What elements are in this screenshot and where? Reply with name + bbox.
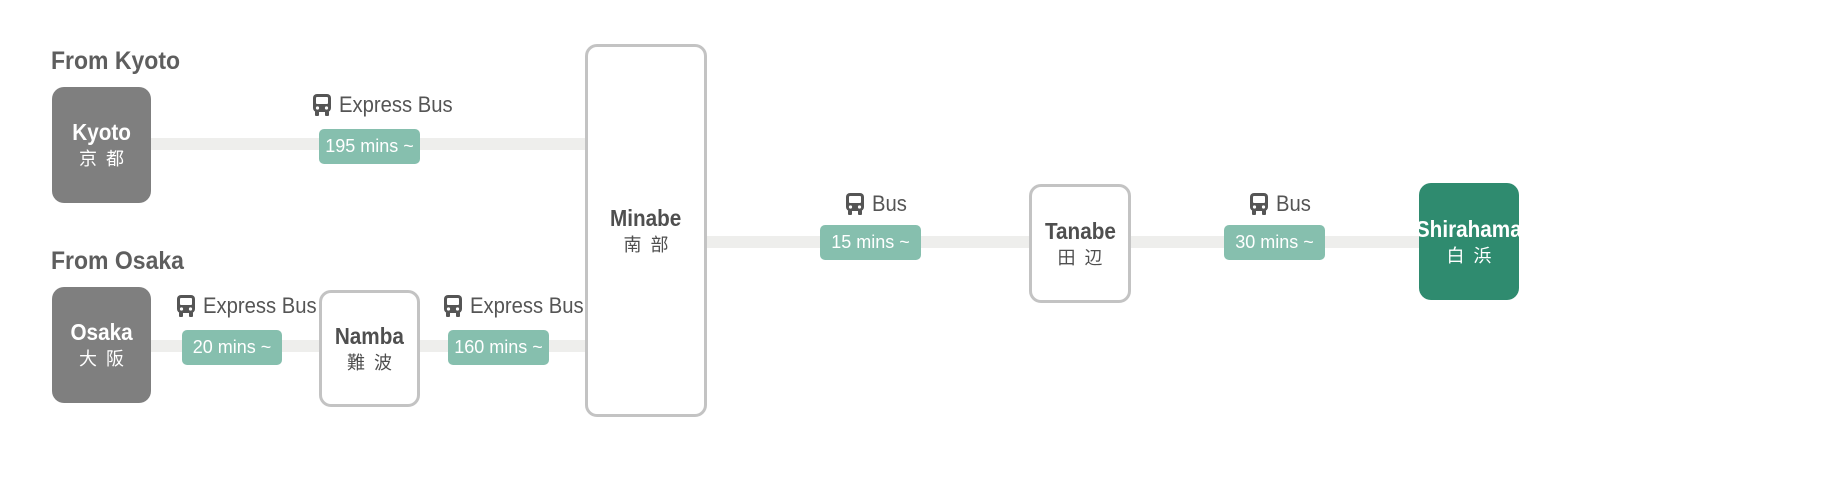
leg-kyoto-minabe-time: 195 mins ~: [319, 129, 420, 164]
station-kyoto-jp: 京都: [79, 149, 133, 169]
leg-tanabe-shirahama-mode-label: Bus: [1276, 191, 1311, 216]
heading-from-kyoto: From Kyoto: [51, 47, 181, 75]
leg-namba-minabe-time: 160 mins ~: [448, 330, 549, 365]
station-minabe-jp: 南部: [623, 234, 678, 255]
leg-minabe-tanabe-mode: Bus: [844, 191, 910, 217]
leg-osaka-namba-mode-label: Express Bus: [203, 293, 317, 318]
leg-namba-minabe-mode: Express Bus: [442, 293, 594, 319]
station-shirahama-name: Shirahama: [1416, 215, 1522, 242]
leg-kyoto-minabe-mode-label: Express Bus: [339, 92, 453, 117]
station-osaka-jp: 大阪: [79, 349, 133, 369]
leg-namba-minabe-mode-label: Express Bus: [470, 293, 584, 318]
leg-kyoto-minabe-mode: Express Bus: [311, 92, 463, 118]
leg-minabe-tanabe-time: 15 mins ~: [820, 225, 921, 260]
station-namba: Namba 難波: [319, 290, 420, 407]
station-osaka-name: Osaka: [70, 319, 133, 345]
station-kyoto: Kyoto 京都: [52, 87, 151, 203]
station-namba-jp: 難波: [347, 352, 401, 373]
station-tanabe-jp: 田辺: [1057, 247, 1112, 268]
bus-icon: [444, 295, 462, 317]
leg-tanabe-shirahama-time: 30 mins ~: [1224, 225, 1325, 260]
leg-tanabe-shirahama-mode: Bus: [1248, 191, 1314, 217]
station-osaka: Osaka 大阪: [52, 287, 151, 403]
bus-icon: [1250, 193, 1268, 215]
station-namba-name: Namba: [334, 322, 405, 349]
station-shirahama: Shirahama 白浜: [1416, 183, 1522, 300]
leg-osaka-namba-mode: Express Bus: [175, 293, 327, 319]
station-kyoto-name: Kyoto: [72, 119, 131, 145]
station-tanabe-name: Tanabe: [1044, 217, 1116, 244]
station-shirahama-jp: 白浜: [1446, 245, 1501, 266]
leg-osaka-namba-time: 20 mins ~: [182, 330, 282, 365]
station-minabe-name: Minabe: [610, 204, 682, 231]
bus-icon: [846, 193, 864, 215]
bus-icon: [177, 295, 195, 317]
station-minabe: Minabe 南部: [585, 44, 707, 417]
station-tanabe: Tanabe 田辺: [1029, 184, 1131, 303]
heading-from-osaka: From Osaka: [51, 247, 184, 275]
leg-minabe-tanabe-mode-label: Bus: [872, 191, 907, 216]
bus-icon: [313, 94, 331, 116]
